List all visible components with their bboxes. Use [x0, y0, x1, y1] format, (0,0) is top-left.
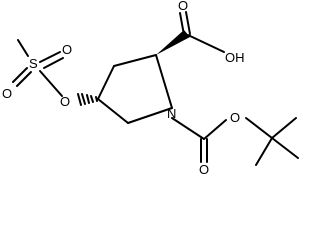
bond-tbu-methyl-down [255, 137, 273, 166]
bond-o-s [39, 70, 63, 97]
atom-label-o-carboxyl: O [178, 0, 188, 13]
bond-s-methyl [17, 39, 29, 57]
structure-diagram: O OH N O S O O O O [2, 0, 299, 177]
bond-c-o-ester [203, 119, 227, 140]
atom-label-o-boc-ester: O [230, 110, 240, 125]
bond-c3-c2 [113, 54, 157, 67]
bond-s-o-lower-a [12, 67, 28, 83]
atom-label-o-s-lower: O [2, 86, 12, 101]
bond-s-o-lower-b [16, 71, 32, 87]
bond-tbu-methyl-right [271, 137, 299, 159]
hash-bond-c4-o [77, 93, 98, 106]
wedge-bond-c2-cooh [156, 30, 190, 55]
atom-label-s: S [29, 56, 38, 71]
bond-o-tbu [245, 117, 273, 139]
bond-tbu-methyl-up [271, 117, 297, 139]
bond-cooh-c-o-double-a [185, 11, 191, 35]
atom-label-n: N [167, 106, 176, 121]
atom-label-oh: OH [225, 50, 245, 65]
bond-s-o-upper-a [39, 51, 61, 63]
atom-label-o-ms-ester: O [60, 94, 70, 109]
bond-c2-n [155, 54, 173, 109]
bond-c5-c4 [97, 98, 129, 124]
atom-label-o-s-upper: O [62, 42, 72, 57]
bond-s-o-upper-b [43, 57, 64, 69]
atom-label-o-boc-carbonyl: O [199, 162, 209, 177]
bond-cooh-c-oh [187, 34, 225, 53]
bond-c4-c3 [97, 65, 115, 100]
bond-cooh-c-o-double-b [179, 12, 185, 36]
bond-n-c5 [127, 107, 173, 124]
bond-n-c-carbonyl [171, 117, 205, 140]
